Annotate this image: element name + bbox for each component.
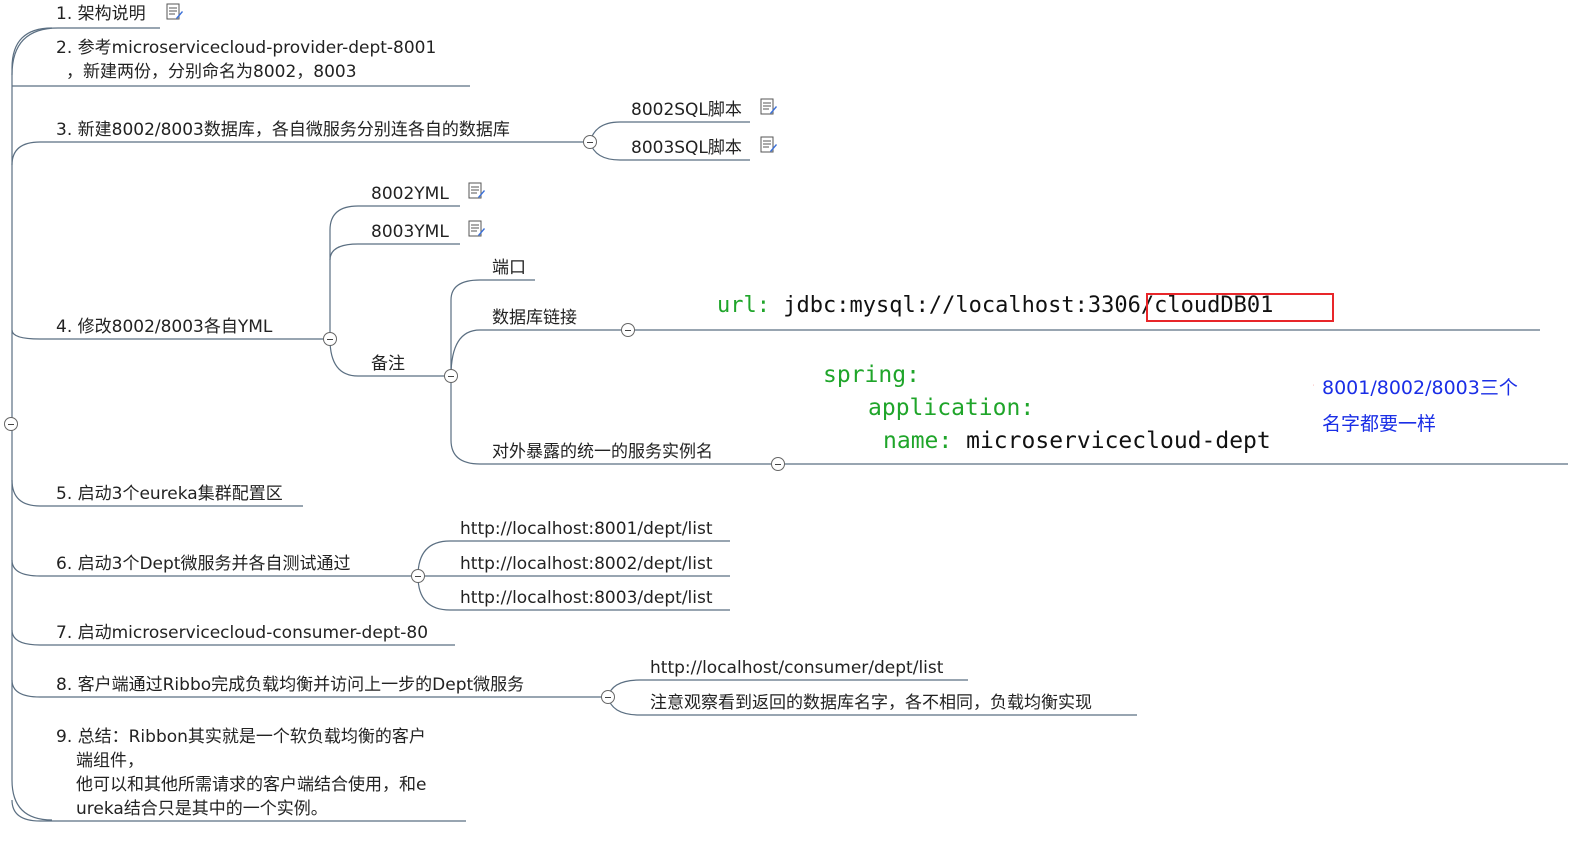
code-yaml-snippet [818,356,1313,462]
topic-6-collapse-toggle[interactable] [411,569,425,583]
note-icon[interactable] [166,3,183,21]
code-application-key: application: [868,395,1035,421]
url-8003-dept-list[interactable]: http://localhost:8003/dept/list [460,588,713,608]
code-name-value: microservicecloud-dept [966,428,1271,454]
note-icon[interactable] [468,220,485,238]
code-url-line: url: jdbc:mysql://localhost:3306/cloudDB… [717,291,1273,321]
sql-script-8003[interactable]: 8003SQL脚本 [631,138,742,158]
topic-8-label[interactable]: 8. 客户端通过Ribbo完成负载均衡并访问上一步的Dept微服务 [56,675,525,695]
code-url-key: url: [717,293,770,318]
url-8002-dept-list[interactable]: http://localhost:8002/dept/list [460,554,713,574]
url-consumer-dept-list[interactable]: http://localhost/consumer/dept/list [650,658,944,678]
remarks-collapse-toggle[interactable] [444,369,458,383]
code-name-key: name: [883,428,953,454]
code-url-value: jdbc:mysql://localhost:3306/ [783,293,1155,318]
remark-port[interactable]: 端口 [492,258,526,278]
topic-4-collapse-toggle[interactable] [323,332,337,346]
yml-8002[interactable]: 8002YML [371,184,449,204]
note-icon[interactable] [468,182,485,200]
topic-8-collapse-toggle[interactable] [601,690,615,704]
remark-service-name[interactable]: 对外暴露的统一的服务实例名 [492,442,713,462]
topic-2-label-line2: ，新建两份，分别命名为8002，8003 [66,62,357,82]
service-name-collapse-toggle[interactable] [771,457,785,471]
remark-db-link[interactable]: 数据库链接 [492,308,577,328]
annotation-line-1: 8001/8002/8003三个 [1322,377,1518,399]
topic-7-label[interactable]: 7. 启动microservicecloud-consumer-dept-80 [56,623,429,643]
topic-5-label[interactable]: 5. 启动3个eureka集群配置区 [56,484,283,504]
root-collapse-toggle[interactable] [4,417,18,431]
topic-3-collapse-toggle[interactable] [583,135,597,149]
topic-9-line-3: 他可以和其他所需请求的客户端结合使用，和e [76,775,427,795]
code-spring-key: spring: [823,362,920,388]
yml-8003[interactable]: 8003YML [371,222,449,242]
load-balance-note[interactable]: 注意观察看到返回的数据库名字，各不相同，负载均衡实现 [650,693,1092,713]
topic-2-label[interactable]: 2. 参考microservicecloud-provider-dept-800… [56,38,437,58]
topic-9-line-4: ureka结合只是其中的一个实例。 [76,799,328,819]
highlight-box [1146,293,1334,322]
remarks-node[interactable]: 备注 [371,354,405,374]
note-icon[interactable] [760,98,777,116]
sql-script-8002[interactable]: 8002SQL脚本 [631,100,742,120]
topic-6-label[interactable]: 6. 启动3个Dept微服务并各自测试通过 [56,554,351,574]
topic-4-label[interactable]: 4. 修改8002/8003各自YML [56,317,273,337]
topic-9-line-2: 端组件， [76,751,144,771]
topic-1-label[interactable]: 1. 架构说明 [56,4,146,24]
db-link-collapse-toggle[interactable] [621,323,635,337]
annotation-line-2: 名字都要一样 [1322,413,1437,435]
url-8001-dept-list[interactable]: http://localhost:8001/dept/list [460,519,713,539]
topic-9-line-1[interactable]: 9. 总结：Ribbon其实就是一个软负载均衡的客户 [56,727,426,747]
code-name-line: name: microservicecloud-dept [883,425,1271,457]
note-icon[interactable] [760,136,777,154]
code-url-db: cloudDB01 [1154,293,1274,318]
topic-3-label[interactable]: 3. 新建8002/8003数据库，各自微服务分别连各自的数据库 [56,120,510,140]
